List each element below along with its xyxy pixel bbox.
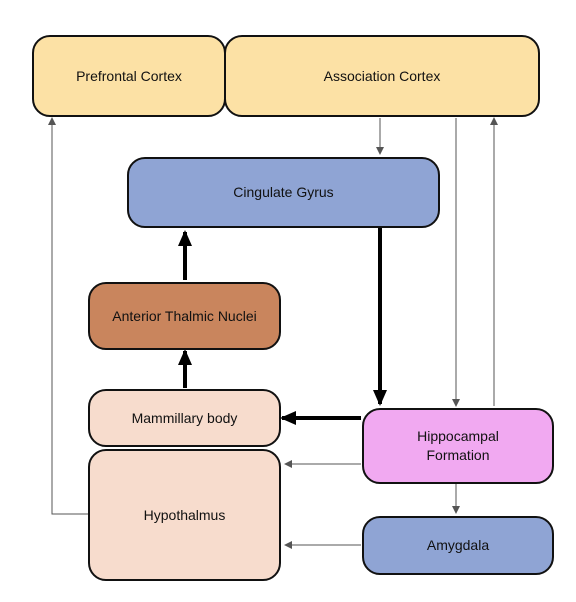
mammillary-body-label: Mammillary body xyxy=(131,409,238,426)
hippocampal-formation-text: Hippocampal Formation xyxy=(417,427,499,465)
anterior-thalamic-nuclei-node: Anterior Thalmic Nuclei xyxy=(88,282,281,350)
mammillary-body-node: Mammillary body xyxy=(88,389,281,447)
anterior-thalamic-nuclei-label: Anterior Thalmic Nuclei xyxy=(112,307,257,324)
hippocampal-formation-node: Hippocampal Formation xyxy=(362,408,554,484)
cingulate-gyrus-label: Cingulate Gyrus xyxy=(233,184,334,201)
cingulate-gyrus-node: Cingulate Gyrus xyxy=(127,157,440,228)
association-cortex-node: Association Cortex xyxy=(224,35,540,117)
amygdala-node: Amygdala xyxy=(362,516,554,575)
hippocampal-formation-label-line1: Hippocampal xyxy=(417,428,499,445)
prefrontal-cortex-node: Prefrontal Cortex xyxy=(32,35,226,117)
hippocampal-formation-label-line2: Formation xyxy=(426,447,490,463)
amygdala-label: Amygdala xyxy=(426,537,490,554)
hypothalamus-node: Hypothalmus xyxy=(88,449,281,581)
prefrontal-cortex-label: Prefrontal Cortex xyxy=(76,67,182,84)
hypothalamus-label: Hypothalmus xyxy=(143,506,226,523)
association-cortex-label: Association Cortex xyxy=(323,67,441,84)
arrow-hypothalamus-to-prefrontal xyxy=(48,117,90,515)
